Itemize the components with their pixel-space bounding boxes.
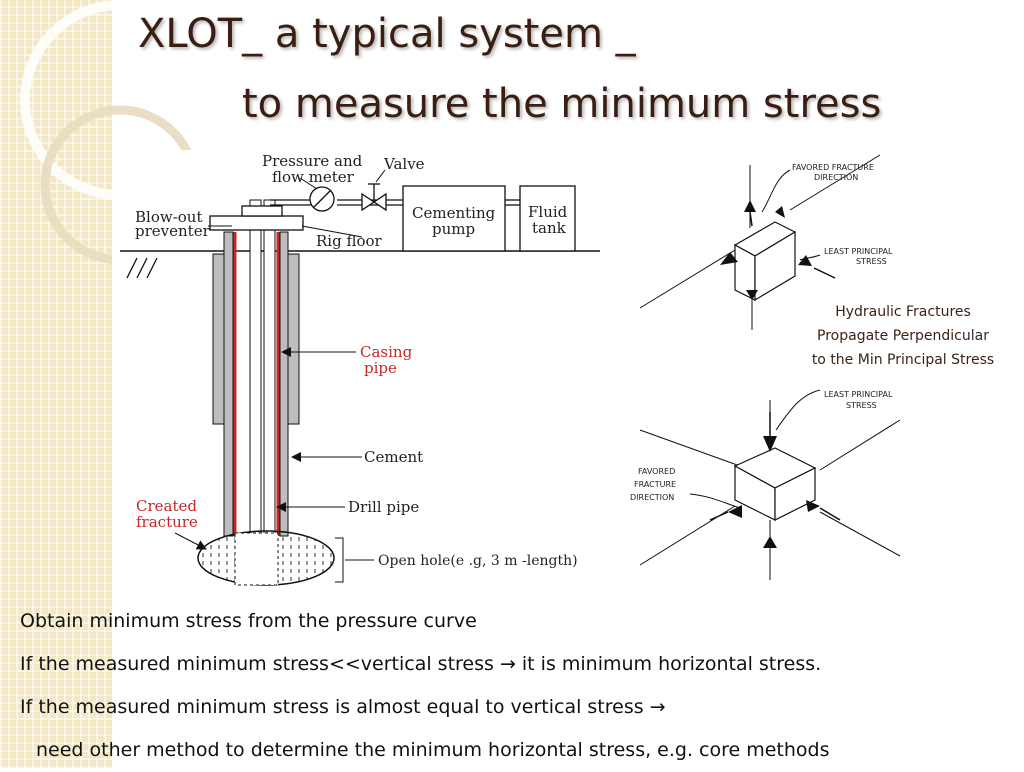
fracture-caption-line: Hydraulic Fractures: [835, 304, 971, 320]
top-cube-right: [754, 230, 796, 302]
bottom-arrow-shaft: [709, 511, 729, 521]
label-blowout-2: preventer: [135, 222, 211, 240]
bottom-axis-line: [819, 419, 901, 471]
top-arrow-icon: [720, 252, 738, 265]
label-pump-2: pump: [432, 220, 475, 238]
bullet-item: Obtain minimum stress from the pressure …: [20, 610, 477, 632]
ground-hatch: [146, 257, 158, 279]
bottom-least-label-2: STRESS: [846, 401, 877, 410]
top-axis-line: [639, 249, 736, 309]
bottom-arrow-down-icon: [763, 436, 777, 452]
label-pressure-meter-1: Pressure and: [262, 152, 363, 170]
bottom-cube-right: [774, 467, 816, 521]
top-axis-line: [789, 154, 881, 211]
top-favored-label-2: DIRECTION: [814, 173, 858, 182]
slide-title-line-2: to measure the minimum stress: [242, 81, 882, 127]
bullet-item: need other method to determine the minim…: [36, 739, 830, 761]
top-favored-leader: [761, 169, 791, 213]
fluid-tank-box: [519, 185, 576, 252]
label-blowout-1: Blow-out: [135, 208, 202, 226]
bottom-arrow-icon: [806, 500, 820, 512]
rig-floor-leader: [301, 225, 363, 238]
label-fracture-1: Created: [136, 497, 197, 515]
label-casing-1: Casing: [360, 343, 413, 361]
top-arrow-icon: [746, 290, 758, 300]
bottom-least-label-1: LEAST PRINCIPAL: [824, 390, 893, 399]
bullet-item: If the measured minimum stress<<vertical…: [20, 653, 822, 675]
bottom-favored-label-1: FAVORED: [638, 467, 675, 476]
ground-hatch: [126, 257, 138, 279]
top-least-label-1: LEAST PRINCIPAL: [824, 247, 893, 256]
cement-right: [279, 231, 289, 537]
fracture-caption-line: to the Min Principal Stress: [811, 352, 995, 368]
fracture-diagram: FAVORED FRACTURE DIRECTION LEAST PRINCIP…: [630, 154, 901, 580]
pressure-meter-needle: [313, 190, 331, 208]
label-rig-floor: Rig floor: [316, 232, 383, 250]
well-diagram: Pressure and flow meter Valve Blow-out p…: [112, 150, 607, 586]
label-pressure-meter-2: flow meter: [272, 168, 355, 186]
ground-hatch: [136, 257, 148, 279]
top-least-label-2: STRESS: [856, 257, 887, 266]
bottom-axis-line: [639, 429, 741, 467]
slide-title-line-1: XLOT_ a typical system _: [138, 11, 636, 57]
bullet-list: Obtain minimum stress from the pressure …: [20, 600, 830, 772]
bottom-favored-label-3: DIRECTION: [630, 493, 674, 502]
meter-leader: [299, 177, 318, 190]
fracture-caption: Hydraulic Fractures Propagate Perpendicu…: [790, 300, 1016, 372]
top-arrow-shaft: [813, 267, 836, 279]
label-open-hole: Open hole(e .g, 3 m -length): [378, 553, 578, 569]
top-least-leader: [799, 254, 821, 261]
bottom-axis-line: [819, 511, 901, 557]
drill-pipe-right-wall: [263, 199, 276, 537]
label-drill-pipe: Drill pipe: [348, 498, 419, 516]
bottom-favored-label-2: FRACTURE: [634, 480, 676, 489]
cement-outer-right: [287, 253, 300, 425]
bottom-arrow-up-icon: [763, 536, 777, 548]
cement-outer-left: [212, 253, 225, 425]
top-arrow-down-icon: [744, 200, 756, 212]
label-pump-1: Cementing: [412, 204, 496, 222]
bottom-arrow-shaft: [819, 507, 841, 521]
top-arrow-icon: [775, 206, 785, 218]
bullet-item: If the measured minimum stress is almost…: [20, 696, 666, 718]
blowout-preventer-body: [209, 215, 304, 231]
open-hole-bracket: [335, 537, 344, 583]
top-arrow-icon: [798, 255, 812, 266]
valve-leader: [375, 169, 386, 183]
label-valve: Valve: [383, 155, 425, 173]
top-arrow-down-shaft: [749, 211, 753, 227]
bottom-arrow-icon: [728, 505, 742, 518]
bottom-least-leader: [775, 389, 821, 431]
label-cement: Cement: [364, 448, 423, 466]
label-tank-1: Fluid: [528, 203, 568, 221]
wellhead-cap: [241, 205, 283, 217]
label-fracture-2: fracture: [136, 513, 198, 531]
cement-left: [223, 231, 234, 537]
open-hole-section: [234, 532, 279, 586]
drill-pipe-left-wall: [249, 199, 262, 537]
top-favored-label-1: FAVORED FRACTURE: [792, 163, 874, 172]
label-tank-2: tank: [532, 219, 567, 237]
fracture-caption-line: Propagate Perpendicular: [817, 328, 989, 344]
bottom-favored-leader: [689, 493, 741, 509]
decorative-left-band: [0, 0, 112, 768]
fracture-leader: [174, 532, 207, 550]
label-casing-2: pipe: [364, 359, 397, 377]
cementing-pump-box: [402, 185, 506, 252]
